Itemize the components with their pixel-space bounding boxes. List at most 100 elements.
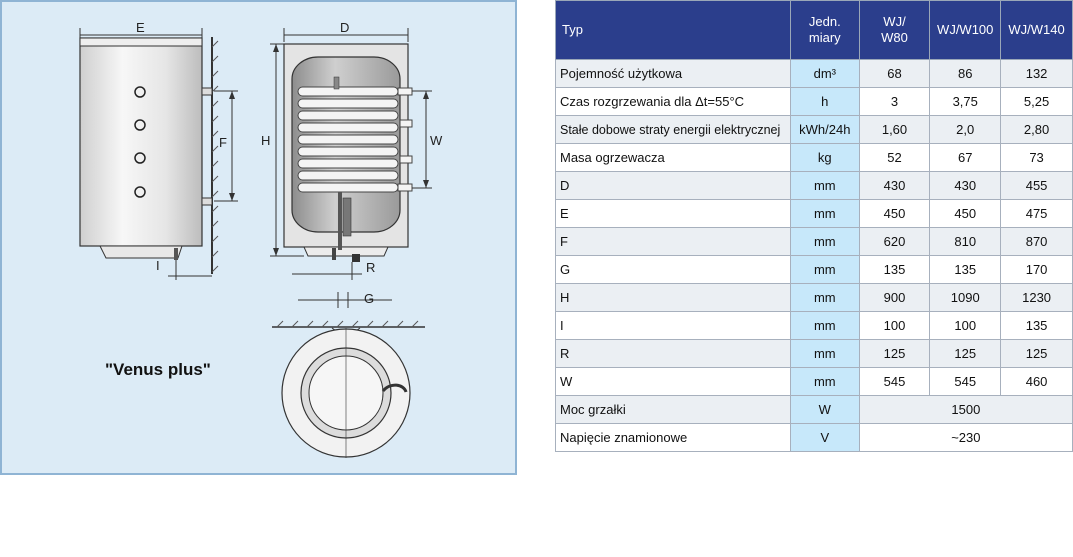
row-unit: kg [789, 143, 860, 172]
row-unit: mm [789, 339, 860, 368]
row-value-1: 1,60 [858, 115, 931, 144]
row-unit: mm [789, 255, 860, 284]
dim-label-i: I [156, 258, 160, 273]
heater-top-view [272, 320, 425, 458]
row-value-2: 450 [929, 199, 1002, 228]
header-typ: Typ [555, 0, 791, 60]
table-row: W mm 545 545 460 [555, 367, 1073, 396]
row-value-3: 1230 [1000, 283, 1073, 312]
row-value-2: 67 [929, 143, 1002, 172]
dim-label-r: R [366, 260, 375, 275]
header-col-3: WJ/W140 [1000, 0, 1073, 60]
heater-section-view: D [261, 20, 443, 308]
table-row: Pojemność użytkowa dm³ 68 86 132 [555, 59, 1073, 88]
row-value-1: 3 [858, 87, 931, 116]
row-label: D [555, 171, 791, 200]
row-value-2: 1090 [929, 283, 1002, 312]
heater-drawing: E F I D [79, 20, 443, 458]
row-value-3: 73 [1000, 143, 1073, 172]
row-value-3: 135 [1000, 311, 1073, 340]
row-label: H [555, 283, 791, 312]
row-value-2: 3,75 [929, 87, 1002, 116]
row-label: R [555, 339, 791, 368]
row-value-2: 810 [929, 227, 1002, 256]
row-unit: V [789, 423, 860, 452]
header-col-1: WJ/ W80 [858, 0, 931, 60]
dim-label-w: W [430, 133, 443, 148]
row-value-3: 125 [1000, 339, 1073, 368]
row-value-1: 100 [858, 311, 931, 340]
row-label: E [555, 199, 791, 228]
heater-front-view: E F I [79, 20, 238, 280]
header-col-1-text: WJ/ W80 [881, 14, 908, 45]
table-row: E mm 450 450 475 [555, 199, 1073, 228]
model-name: "Venus plus" [105, 360, 211, 379]
row-value-2: 86 [929, 59, 1002, 88]
row-label: Napięcie znamionowe [555, 423, 791, 452]
row-unit: mm [789, 171, 860, 200]
row-label: Czas rozgrzewania dla Δt=55°C [555, 87, 791, 116]
dim-label-h: H [261, 133, 270, 148]
table-row: H mm 900 1090 1230 [555, 283, 1073, 312]
row-value-3: 2,80 [1000, 115, 1073, 144]
row-value-3: 170 [1000, 255, 1073, 284]
row-value-1: 135 [858, 255, 931, 284]
row-value-merged: ~230 [858, 423, 1073, 452]
row-value-3: 475 [1000, 199, 1073, 228]
dim-label-f: F [219, 135, 227, 150]
row-label: F [555, 227, 791, 256]
row-unit: mm [789, 199, 860, 228]
row-unit: mm [789, 367, 860, 396]
table-row: D mm 430 430 455 [555, 171, 1073, 200]
row-value-1: 545 [858, 367, 931, 396]
table-row: Stałe dobowe straty energii elektrycznej… [555, 115, 1073, 144]
row-value-2: 100 [929, 311, 1002, 340]
row-unit: mm [789, 227, 860, 256]
row-value-3: 870 [1000, 227, 1073, 256]
row-label: G [555, 255, 791, 284]
header-unit: Jedn. miary [789, 0, 860, 60]
table-row: Masa ogrzewacza kg 52 67 73 [555, 143, 1073, 172]
table-row: I mm 100 100 135 [555, 311, 1073, 340]
row-unit: mm [789, 283, 860, 312]
spec-table: Typ Jedn. miary WJ/ W80 WJ/W100 WJ/W140 … [555, 0, 1073, 452]
table-row: F mm 620 810 870 [555, 227, 1073, 256]
table-row: G mm 135 135 170 [555, 255, 1073, 284]
row-value-1: 450 [858, 199, 931, 228]
header-col-2: WJ/W100 [929, 0, 1002, 60]
dim-label-g: G [364, 291, 374, 306]
dim-label-e: E [136, 20, 145, 35]
row-value-3: 132 [1000, 59, 1073, 88]
table-header-row: Typ Jedn. miary WJ/ W80 WJ/W100 WJ/W140 [555, 0, 1073, 60]
row-unit: kWh/24h [789, 115, 860, 144]
header-unit-text: Jedn. miary [808, 14, 841, 45]
row-unit: mm [789, 311, 860, 340]
row-value-1: 125 [858, 339, 931, 368]
row-label: W [555, 367, 791, 396]
row-value-3: 455 [1000, 171, 1073, 200]
row-value-2: 545 [929, 367, 1002, 396]
table-row: Napięcie znamionowe V ~230 [555, 423, 1073, 452]
row-value-1: 620 [858, 227, 931, 256]
row-label: Moc grzałki [555, 395, 791, 424]
row-unit: W [789, 395, 860, 424]
dim-label-d: D [340, 20, 349, 35]
row-value-3: 5,25 [1000, 87, 1073, 116]
row-label: Masa ogrzewacza [555, 143, 791, 172]
table-row: Moc grzałki W 1500 [555, 395, 1073, 424]
row-unit: h [789, 87, 860, 116]
table-row: Czas rozgrzewania dla Δt=55°C h 3 3,75 5… [555, 87, 1073, 116]
row-value-1: 68 [858, 59, 931, 88]
row-value-1: 900 [858, 283, 931, 312]
diagram-panel: E F I D [0, 0, 517, 475]
row-value-1: 430 [858, 171, 931, 200]
row-unit: dm³ [789, 59, 860, 88]
row-label: Pojemność użytkowa [555, 59, 791, 88]
row-value-2: 2,0 [929, 115, 1002, 144]
row-value-3: 460 [1000, 367, 1073, 396]
row-label: Stałe dobowe straty energii elektrycznej [555, 115, 791, 144]
row-value-merged: 1500 [858, 395, 1073, 424]
row-label: I [555, 311, 791, 340]
row-value-2: 430 [929, 171, 1002, 200]
table-row: R mm 125 125 125 [555, 339, 1073, 368]
